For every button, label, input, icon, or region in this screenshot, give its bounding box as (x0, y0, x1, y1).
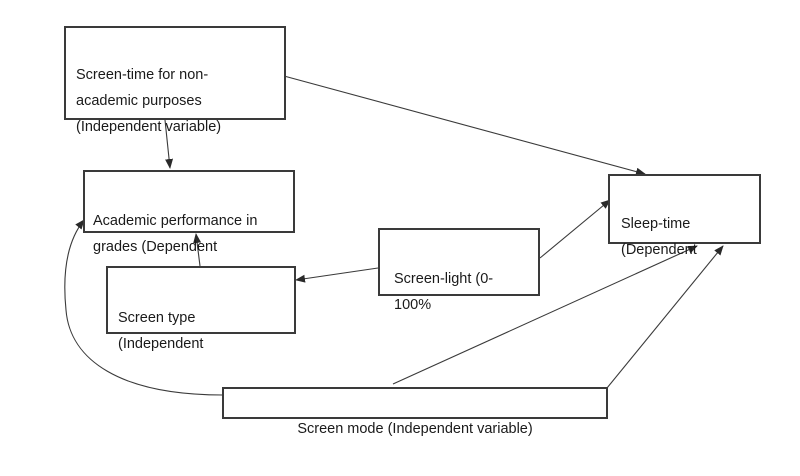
sleep-time-box: Sleep-time (Dependent (608, 174, 761, 258)
arrow-screen-mode-to-sleep-time-b (606, 245, 724, 389)
arrow-screen-time-to-sleep-time (283, 75, 646, 176)
arrow-screen-type-to-academic (193, 233, 202, 267)
sleep-time-label: Sleep-time (Dependent (621, 216, 697, 258)
arrow-screen-mode-to-academic (64, 219, 224, 396)
screen-light-box: Screen-light (0- 100% (378, 228, 540, 313)
screen-type-label: Screen type (Independent (118, 310, 204, 352)
arrow-screen-time-to-academic (164, 119, 174, 169)
screen-time-label: Screen-time for non- academic purposes (… (76, 67, 222, 135)
screen-type-box: Screen type (Independent (106, 266, 296, 352)
academic-performance-box: Academic performance in grades (Dependen… (83, 170, 295, 255)
screen-mode-box: Screen mode (Independent variable) (222, 387, 608, 437)
screen-light-label: Screen-light (0- 100% (394, 271, 494, 313)
screen-time-box: Screen-time for non- academic purposes (… (64, 26, 286, 135)
arrow-screen-mode-to-sleep-time-a (392, 245, 698, 385)
screen-mode-label: Screen mode (Independent variable) (297, 421, 533, 437)
arrow-screen-light-to-sleep-time (539, 199, 611, 259)
academic-performance-label: Academic performance in grades (Dependen… (93, 213, 258, 255)
arrow-screen-light-to-screen-type (295, 267, 379, 283)
